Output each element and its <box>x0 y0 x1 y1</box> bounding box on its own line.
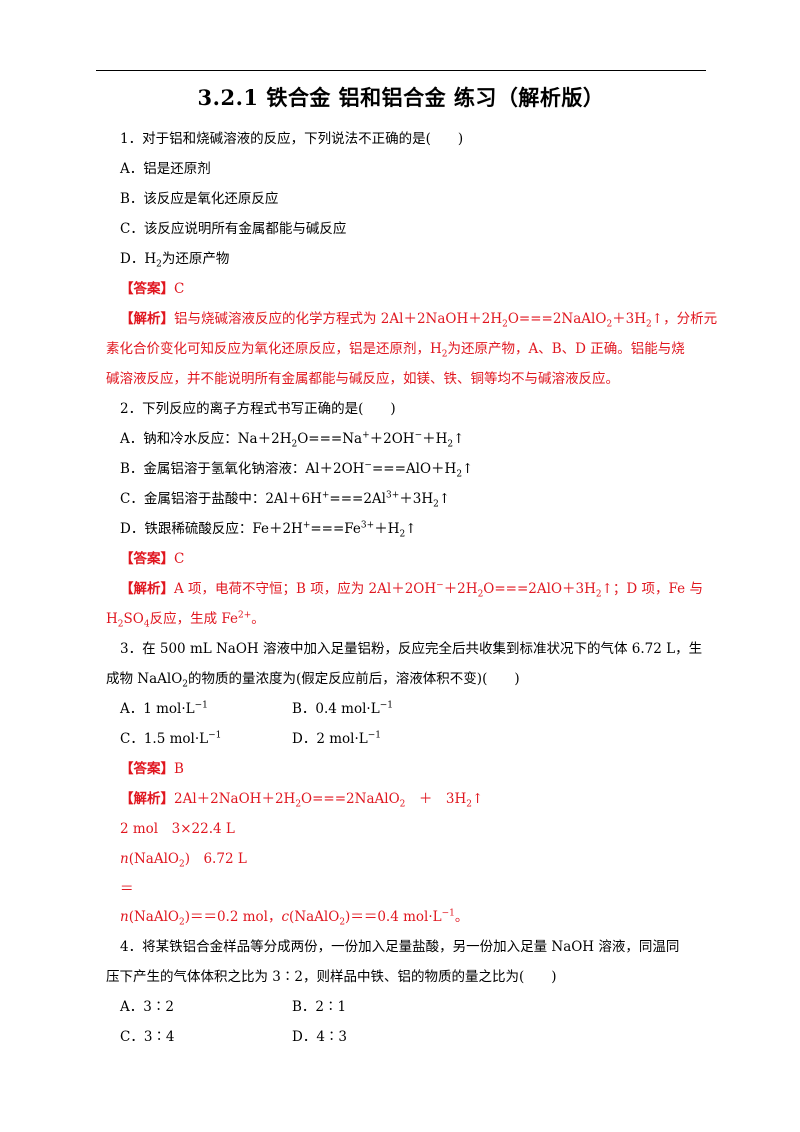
q3-answer: 【答案】B <box>120 761 184 777</box>
q1-option-a: A．铝是还原剂 <box>120 161 211 177</box>
q1-option-d: D．H2为还原产物 <box>120 251 230 270</box>
q3-stem-line-2: 成物 NaAlO2的物质的量浓度为(假定反应前后，溶液体积不变)( ) <box>106 671 520 690</box>
q1-answer: 【答案】C <box>120 281 185 297</box>
q2-option-b: B．金属铝溶于氢氧化钠溶液：Al＋2OH−===AlO＋H2↑ <box>120 460 474 480</box>
q2-explanation-line-1: 【解析】A 项，电荷不守恒；B 项，应为 2Al＋2OH−＋2H2O===2Al… <box>120 580 703 600</box>
q4-option-d: D．4∶3 <box>292 1029 348 1045</box>
q3-stem-line-1: 3．在 500 mL NaOH 溶液中加入足量铝粉，反应完全后共收集到标准状况下… <box>120 641 703 657</box>
q3-option-b: B．0.4 mol·L−1 <box>292 700 393 717</box>
q2-option-d: D．铁跟稀硫酸反应：Fe＋2H+===Fe3+＋H2↑ <box>120 520 417 540</box>
q4-stem-line-2: 压下产生的气体体积之比为 3∶2，则样品中铁、铝的物质的量之比为( ) <box>106 969 557 985</box>
q1-explanation-line-2: 素化合价变化可知反应为氧化还原反应，铝是还原剂，H2为还原产物，A、B、D 正确… <box>106 341 685 360</box>
q2-option-c: C．金属铝溶于盐酸中：2Al＋6H+===2Al3+＋3H2↑ <box>120 490 451 510</box>
q3-explanation-equation: 【解析】2Al＋2NaOH＋2H2O===2NaAlO2 ＋ 3H2↑ <box>120 791 484 810</box>
q1-explanation-line-1: 【解析】铝与烧碱溶液反应的化学方程式为 2Al＋2NaOH＋2H2O===2Na… <box>120 311 718 330</box>
q1-option-c: C．该反应说明所有金属都能与碱反应 <box>120 221 347 237</box>
q2-stem: 2．下列反应的离子方程式书写正确的是( ) <box>120 401 396 417</box>
q4-option-c: C．3∶4 <box>120 1029 175 1045</box>
q4-stem-line-1: 4．将某铁铝合金样品等分成两份，一份加入足量盐酸，另一份加入足量 NaOH 溶液… <box>120 939 680 955</box>
q3-option-a: A．1 mol·L−1 <box>120 700 208 717</box>
q1-option-b: B．该反应是氧化还原反应 <box>120 191 279 207</box>
q3-option-c: C．1.5 mol·L−1 <box>120 730 222 747</box>
q3-explanation-equals-line: ＝ <box>120 881 134 897</box>
q3-explanation-ratio-line: 2 mol 3×22.4 L <box>120 821 235 837</box>
q4-option-b: B．2∶1 <box>292 999 347 1015</box>
q2-explanation-line-2: H2SO4反应，生成 Fe2+。 <box>106 610 265 630</box>
q1-explanation-line-3: 碱溶液反应，并不能说明所有金属都能与碱反应，如镁、铁、铜等均不与碱溶液反应。 <box>106 371 619 387</box>
q1-stem: 1．对于铝和烧碱溶液的反应，下列说法不正确的是( ) <box>120 131 464 147</box>
q3-explanation-result-line: n(NaAlO2)＝＝0.2 mol，c(NaAlO2)＝＝0.4 mol·L−… <box>120 908 469 928</box>
page-title: 3.2.1 铁合金 铝和铝合金 练习（解析版） <box>197 85 605 110</box>
q2-answer: 【答案】C <box>120 551 185 567</box>
q4-option-a: A．3∶2 <box>120 999 174 1015</box>
q2-option-a: A．钠和冷水反应：Na＋2H2O===Na+＋2OH−＋H2↑ <box>120 430 465 450</box>
header-rule <box>96 70 706 71</box>
q3-option-d: D．2 mol·L−1 <box>292 730 381 747</box>
q3-explanation-unknown-line: n(NaAlO2) 6.72 L <box>120 851 247 870</box>
